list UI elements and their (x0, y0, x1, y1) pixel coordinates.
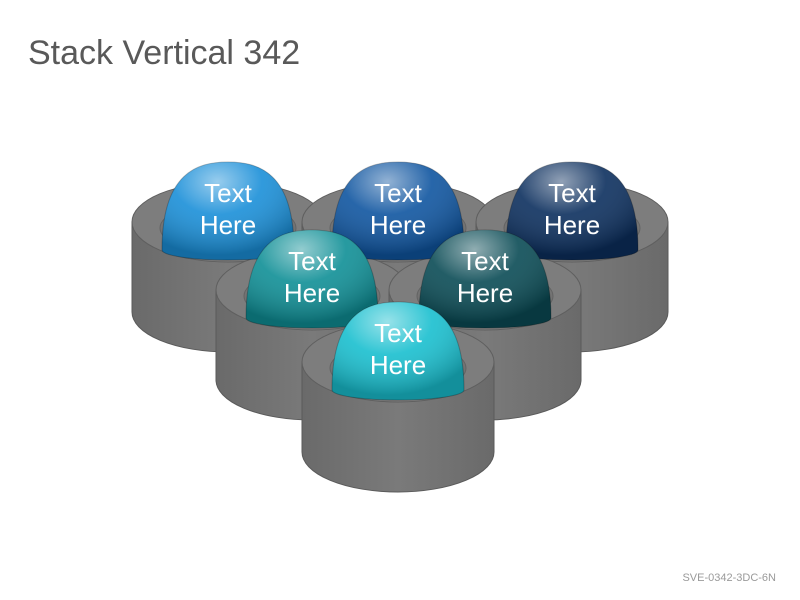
dome-label-line1: Text (374, 318, 422, 348)
dome-label-line2: Here (544, 210, 600, 240)
dome-group: TextHereTextHereTextHereTextHereTextHere… (161, 161, 639, 401)
dome-label-line1: Text (374, 178, 422, 208)
dome-label-line2: Here (370, 350, 426, 380)
slide-code: SVE-0342-3DC-6N (682, 572, 776, 584)
dome-label-line1: Text (204, 178, 252, 208)
dome-label-line1: Text (288, 246, 336, 276)
dome-label-line2: Here (370, 210, 426, 240)
dome-label-line2: Here (457, 278, 513, 308)
dome-label-line2: Here (200, 210, 256, 240)
dome-label-line2: Here (284, 278, 340, 308)
slide-title: Stack Vertical 342 (28, 34, 301, 72)
dome-label-line1: Text (461, 246, 509, 276)
dome-label-line1: Text (548, 178, 596, 208)
